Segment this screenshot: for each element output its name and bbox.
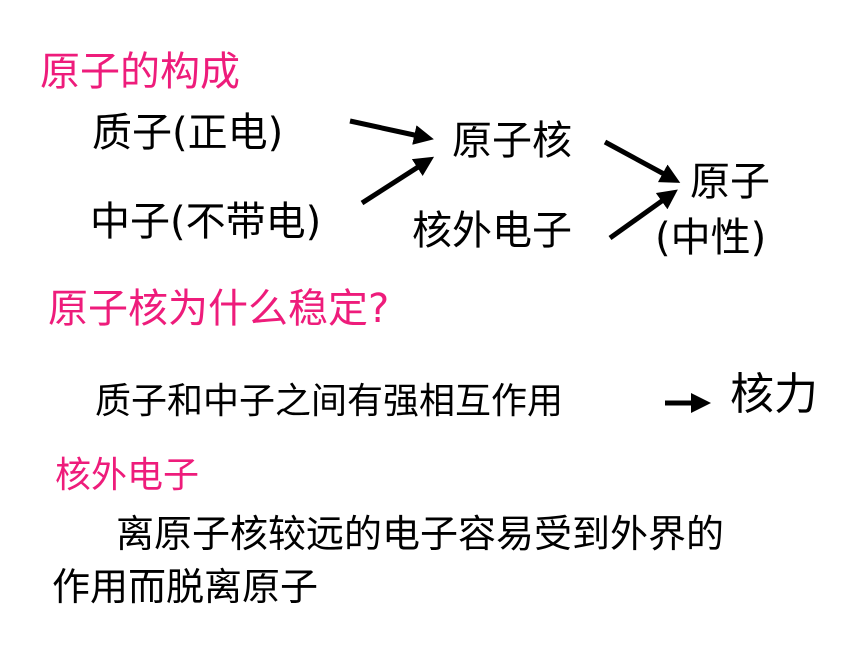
strong-interaction-text: 质子和中子之间有强相互作用: [95, 381, 564, 422]
nuclear-force-label: 核力: [730, 369, 818, 420]
atom-label: 原子: [690, 159, 770, 205]
neutron-label: 中子(不带电): [90, 199, 322, 245]
heading-atom-structure: 原子的构成: [40, 49, 240, 95]
nucleus-label: 原子核: [452, 118, 572, 164]
proton-label: 质子(正电): [92, 110, 284, 156]
heading-electrons: 核外电子: [55, 455, 200, 496]
arrow-neutron-to-nucleus: [360, 156, 435, 206]
electrons-desc-line1: 离原子核较远的电子容易受到外界的: [116, 512, 725, 556]
arrow-nucleus-to-atom: [603, 139, 681, 183]
arrow-electrons-to-atom: [608, 189, 678, 241]
electrons-label: 核外电子: [412, 208, 572, 254]
arrow-proton-to-nucleus: [349, 118, 434, 145]
electrons-desc-line2: 作用而脱离原子: [52, 565, 319, 609]
neutral-label: (中性): [655, 215, 767, 261]
heading-stability: 原子核为什么稳定?: [48, 286, 390, 332]
